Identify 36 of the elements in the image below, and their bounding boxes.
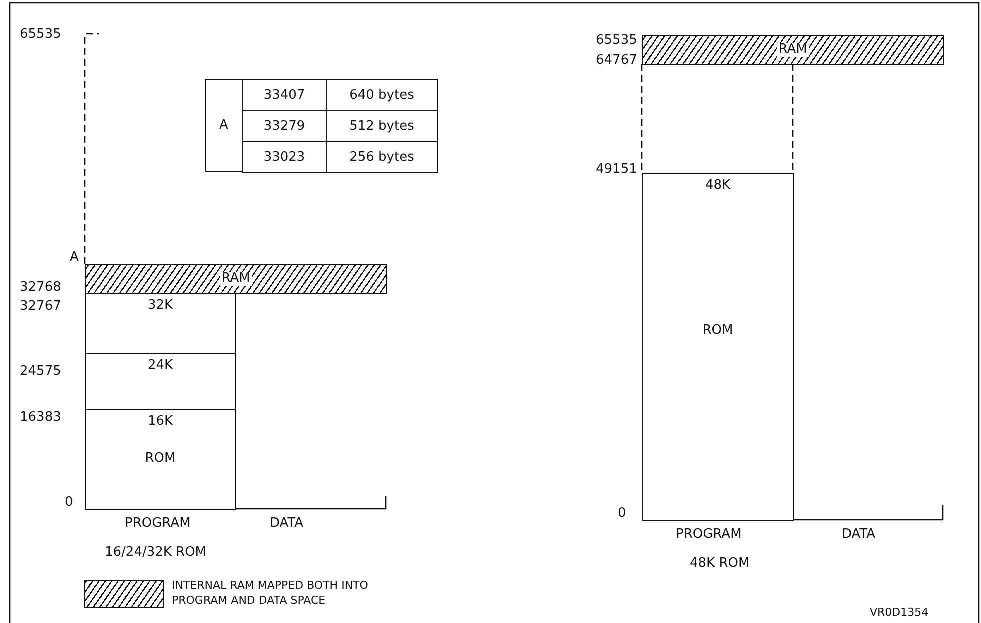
table-cell: 640 bytes xyxy=(326,79,438,111)
region-label: RAM xyxy=(220,272,252,286)
address-label: A xyxy=(70,250,79,265)
axis-label: DATA xyxy=(270,516,304,531)
region-label: ROM xyxy=(702,323,734,338)
map-caption: 16/24/32K ROM xyxy=(105,545,207,560)
axis-label: PROGRAM xyxy=(125,516,191,531)
size-label: 32K xyxy=(148,298,174,313)
axis-label: DATA xyxy=(842,527,876,542)
table-cell: 256 bytes xyxy=(326,141,438,173)
size-label: 24K xyxy=(148,358,174,373)
rom-block xyxy=(85,293,236,354)
table-cell: A xyxy=(205,79,243,172)
rom-block xyxy=(642,173,794,521)
region-label: ROM xyxy=(145,451,176,466)
rom-block xyxy=(85,353,236,410)
address-label: 65535 xyxy=(596,33,638,48)
address-label: 16383 xyxy=(20,410,62,425)
figure-code: VR0D1354 xyxy=(870,605,929,620)
ram-bar xyxy=(642,35,944,65)
size-label: 48K xyxy=(705,178,731,193)
legend-text: INTERNAL RAM MAPPED BOTH INTO PROGRAM AND DATA SPACE xyxy=(172,578,370,608)
address-label: 65535 xyxy=(20,27,62,42)
address-label: 32768 xyxy=(20,280,62,295)
map-caption: 48K ROM xyxy=(690,556,750,571)
address-label: 0 xyxy=(65,495,74,510)
size-label: 16K xyxy=(148,414,174,429)
ram-bar xyxy=(85,264,387,294)
address-label: 24575 xyxy=(20,364,62,379)
address-label: 49151 xyxy=(596,162,638,177)
rom-block xyxy=(85,409,236,510)
address-label: 0 xyxy=(618,506,626,521)
address-label: 64767 xyxy=(596,53,638,68)
address-label: 32767 xyxy=(20,299,62,314)
axis-label: PROGRAM xyxy=(676,527,742,542)
region-label: RAM xyxy=(776,43,810,57)
